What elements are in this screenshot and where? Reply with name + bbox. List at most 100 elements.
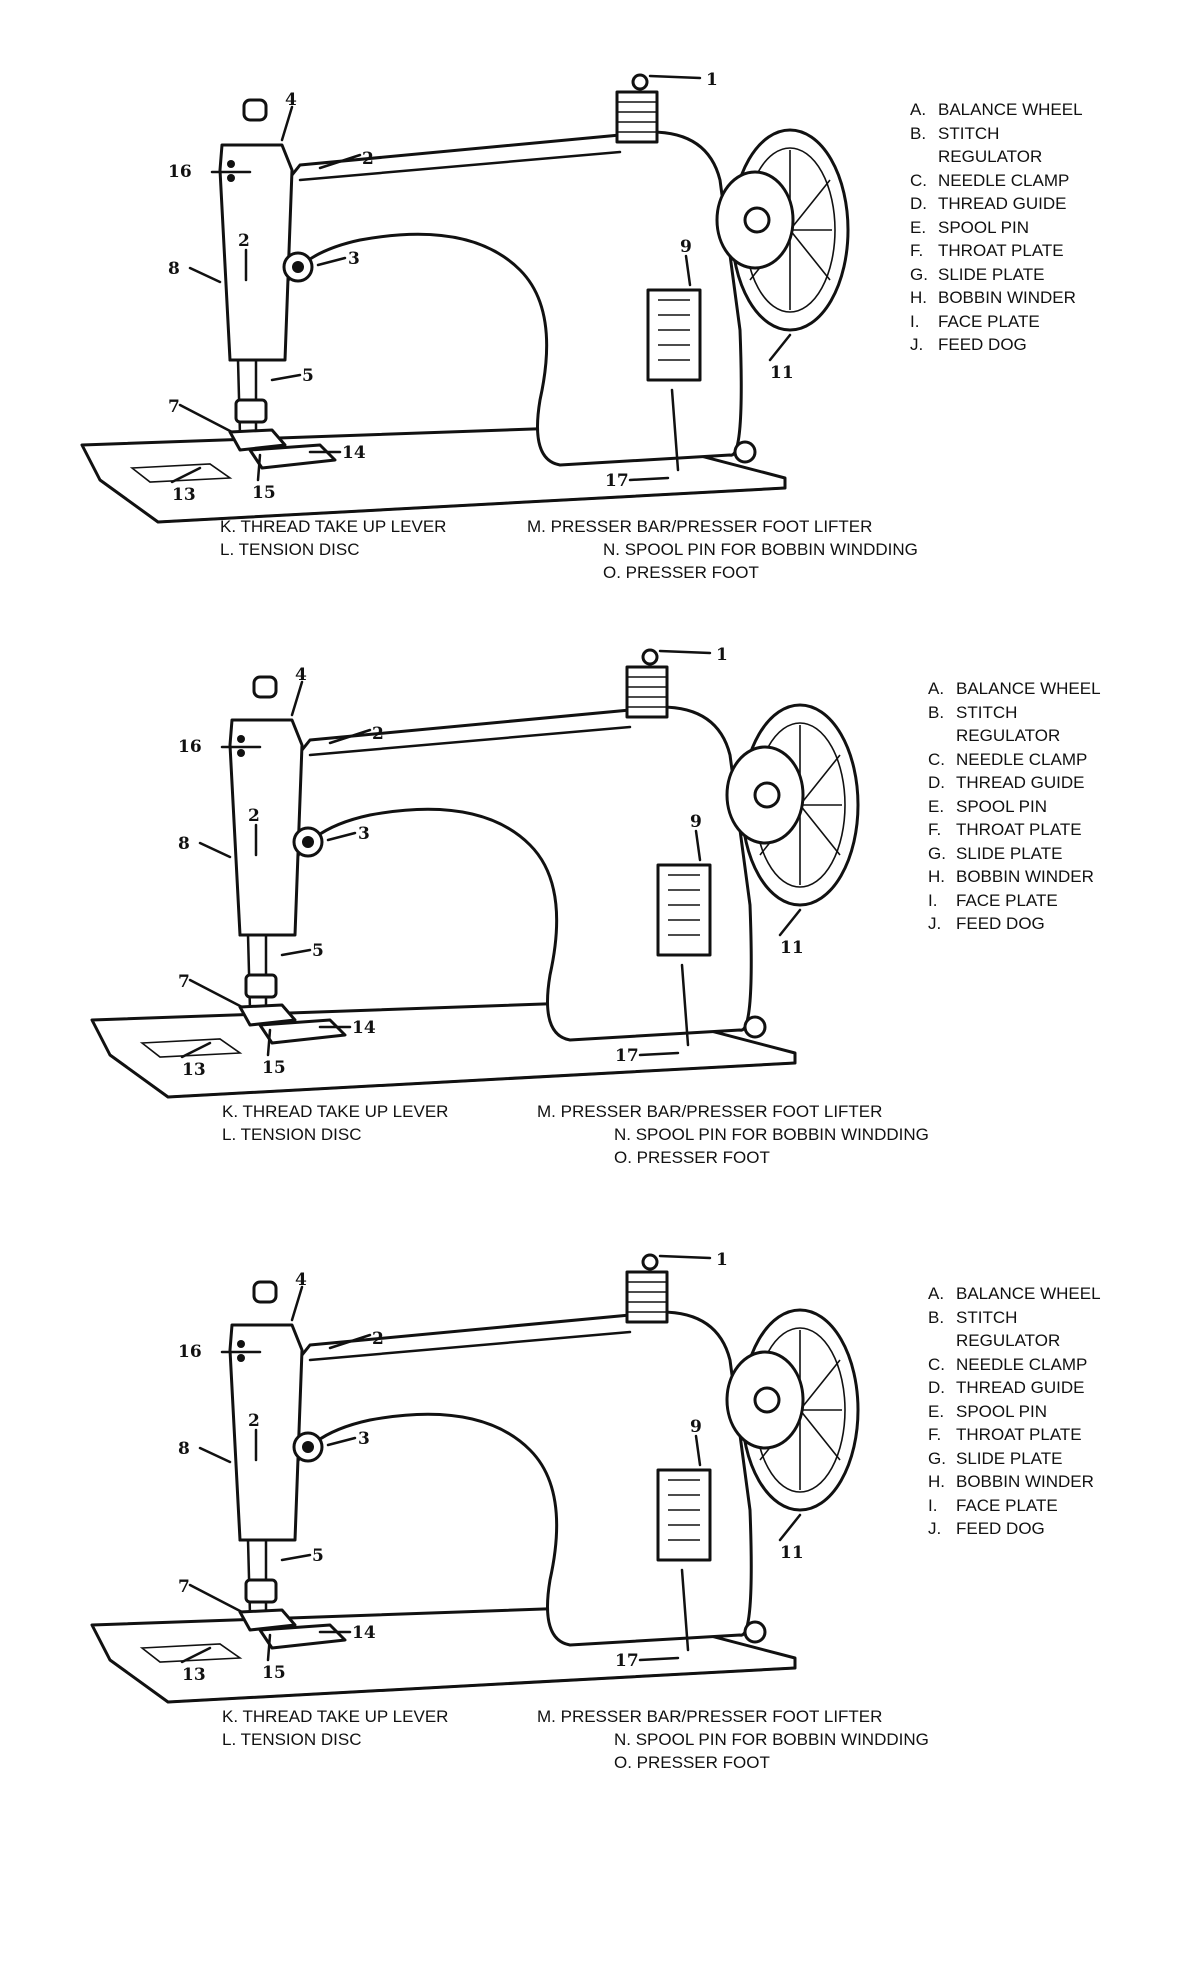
tension-disc [292, 826, 324, 858]
legend-item: D.THREAD GUIDE [928, 1378, 1085, 1397]
sewing-machine-drawing: 1 4 2 3 16 2 8 5 7 14 15 13 9 11 17 [90, 1250, 860, 1704]
callout-13: 13 [182, 1665, 206, 1685]
callout-4: 4 [285, 90, 297, 110]
legend-item: I.FACE PLATE [928, 1495, 1058, 1515]
callout-9: 9 [690, 812, 702, 832]
callout-14: 14 [352, 1623, 376, 1643]
callout-2b: 2 [248, 806, 260, 826]
spool-pin-bobbin [680, 1568, 767, 1652]
machine-panel-3: 1 4 2 3 16 2 8 5 7 14 15 13 9 11 17 A.BA… [0, 1250, 1200, 1850]
callout-lines [180, 649, 802, 1059]
parts-legend: A.BALANCE WHEEL B.STITCH REGULATOR C.NEE… [928, 1282, 1106, 1541]
face-plate-head [218, 98, 294, 362]
callout-1: 1 [716, 645, 728, 665]
callout-9: 9 [690, 1417, 702, 1437]
legend-item: J.FEED DOG [910, 335, 1027, 354]
label-k: K. THREAD TAKE UP LEVER [222, 1707, 449, 1726]
callout-5: 5 [312, 941, 324, 961]
stitch-regulator [656, 1468, 712, 1562]
callout-17: 17 [615, 1046, 639, 1066]
parts-legend: A.BALANCE WHEEL B.STITCH REGULATOR C.NEE… [928, 677, 1106, 936]
callout-5: 5 [302, 366, 314, 386]
balance-wheel [725, 703, 860, 907]
label-n: N. SPOOL PIN FOR BOBBIN WINDDING [614, 1730, 929, 1749]
legend-item: A.BALANCE WHEEL [928, 679, 1101, 698]
legend-item: D.THREAD GUIDE [910, 194, 1067, 213]
tension-disc [282, 251, 314, 283]
callout-17: 17 [615, 1651, 639, 1671]
legend-item: F.THROAT PLATE [910, 241, 1064, 260]
legend-item: D.THREAD GUIDE [928, 773, 1085, 792]
label-k: K. THREAD TAKE UP LEVER [220, 517, 447, 536]
label-o: O. PRESSER FOOT [614, 1753, 770, 1772]
callout-numbers: 1 4 2 3 16 2 8 5 7 14 15 13 9 11 17 [178, 1250, 804, 1685]
callout-1: 1 [716, 1250, 728, 1270]
tension-disc [292, 1431, 324, 1463]
legend-item: B.STITCH REGULATOR [928, 1307, 1061, 1351]
callout-3: 3 [358, 1429, 370, 1449]
callout-3: 3 [358, 824, 370, 844]
callout-4: 4 [295, 665, 307, 685]
label-n: N. SPOOL PIN FOR BOBBIN WINDDING [603, 540, 918, 559]
legend-item: C.NEEDLE CLAMP [928, 749, 1088, 769]
callout-8: 8 [178, 834, 190, 854]
callout-15: 15 [262, 1663, 286, 1683]
callout-5: 5 [312, 1546, 324, 1566]
callout-11: 11 [780, 938, 804, 958]
legend-item: C.NEEDLE CLAMP [910, 170, 1070, 190]
callout-16: 16 [178, 1342, 202, 1362]
legend-item: E.SPOOL PIN [928, 796, 1048, 816]
callout-15: 15 [252, 483, 276, 503]
machine-arm [228, 130, 743, 467]
callout-8: 8 [178, 1439, 190, 1459]
label-o: O. PRESSER FOOT [614, 1148, 770, 1167]
balance-wheel [725, 1308, 860, 1512]
legend-item: G.SLIDE PLATE [928, 1448, 1063, 1468]
label-l: L. TENSION DISC [222, 1125, 362, 1144]
callout-13: 13 [182, 1060, 206, 1080]
callout-15: 15 [262, 1058, 286, 1078]
callout-4: 4 [295, 1270, 307, 1290]
legend-item: J.FEED DOG [928, 914, 1045, 933]
legend-item: H.BOBBIN WINDER [910, 288, 1076, 307]
legend-item: B.STITCH REGULATOR [928, 702, 1061, 746]
legend-item: A.BALANCE WHEEL [910, 100, 1083, 119]
face-plate-head [228, 1280, 304, 1542]
legend-item: H.BOBBIN WINDER [928, 867, 1094, 886]
callout-8: 8 [168, 259, 180, 279]
legend-item: G.SLIDE PLATE [910, 264, 1045, 284]
label-o: O. PRESSER FOOT [603, 563, 759, 582]
label-k: K. THREAD TAKE UP LEVER [222, 1102, 449, 1121]
callout-2b: 2 [248, 1411, 260, 1431]
legend-item: I.FACE PLATE [910, 311, 1040, 331]
callout-lines [180, 1254, 802, 1664]
callout-7: 7 [178, 1577, 190, 1597]
legend-item: J.FEED DOG [928, 1519, 1045, 1538]
machine-panel-2: 1 4 2 3 16 2 8 5 7 14 15 13 9 11 17 A.BA… [0, 645, 1200, 1245]
legend-item: E.SPOOL PIN [910, 217, 1030, 237]
legend-item: A.BALANCE WHEEL [928, 1284, 1101, 1303]
callout-17: 17 [605, 471, 629, 491]
callout-2: 2 [372, 1329, 384, 1349]
label-l: L. TENSION DISC [220, 540, 360, 559]
balance-wheel [715, 128, 850, 332]
machine-panel-1: 1 4 2 3 16 2 8 5 7 14 15 13 9 11 17 A.BA… [0, 60, 1200, 660]
label-m: M. PRESSER BAR/PRESSER FOOT LIFTER [527, 517, 873, 536]
face-plate-head [228, 675, 304, 937]
legend-item: F.THROAT PLATE [928, 820, 1082, 839]
callout-numbers: 1 4 2 3 16 2 8 5 7 14 15 13 9 11 17 [178, 645, 804, 1080]
callout-2: 2 [362, 149, 374, 169]
legend-item: C.NEEDLE CLAMP [928, 1354, 1088, 1374]
label-m: M. PRESSER BAR/PRESSER FOOT LIFTER [537, 1707, 883, 1726]
label-n: N. SPOOL PIN FOR BOBBIN WINDDING [614, 1125, 929, 1144]
callout-7: 7 [168, 397, 180, 417]
callout-9: 9 [680, 237, 692, 257]
sewing-machine-drawing: 1 4 2 3 16 2 8 5 7 14 15 13 9 11 17 [80, 70, 850, 524]
spool-pin-top [615, 73, 659, 144]
legend-item: I.FACE PLATE [928, 890, 1058, 910]
parts-legend: A.BALANCE WHEEL B.STITCH REGULATOR C.NEE… [910, 98, 1088, 357]
machine-arm [238, 1310, 753, 1647]
label-l: L. TENSION DISC [222, 1730, 362, 1749]
callout-1: 1 [706, 70, 718, 90]
spool-pin-bobbin [680, 963, 767, 1047]
